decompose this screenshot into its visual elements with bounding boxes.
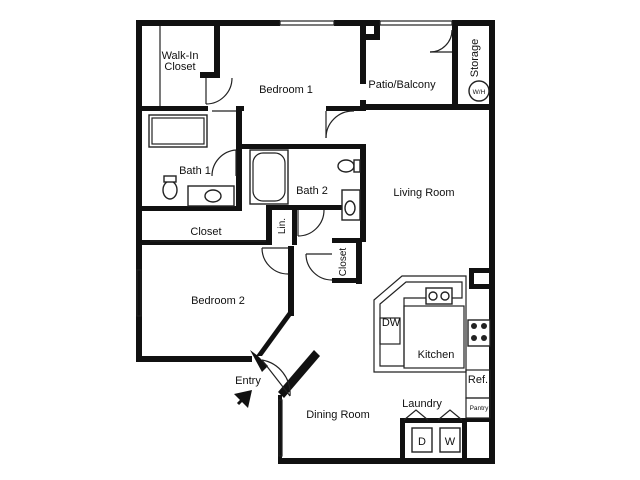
doors	[150, 29, 453, 397]
bedroom1-label: Bedroom 1	[259, 84, 313, 96]
kitchen-label: Kitchen	[418, 349, 455, 361]
entry-label: Entry	[235, 375, 261, 387]
windows	[136, 20, 453, 457]
storage-label: Storage	[469, 39, 481, 78]
walls	[136, 20, 495, 464]
room-labels: Walk-In Closet Bedroom 1 Patio/Balcony S…	[162, 39, 490, 448]
walkin-closet-label-1: Walk-In	[162, 50, 199, 62]
pantry-label: Pantry	[470, 405, 490, 412]
patio-label: Patio/Balcony	[368, 79, 436, 91]
bath2-label: Bath 2	[296, 185, 328, 197]
washer-label: W	[445, 436, 456, 448]
bedroom2-label: Bedroom 2	[191, 295, 245, 307]
refrigerator-label: Ref.	[468, 374, 488, 386]
linen-label: Lin.	[277, 218, 288, 234]
dryer-label: D	[418, 436, 426, 448]
water-heater-label: W/H	[473, 89, 486, 96]
walkin-closet-label-2: Closet	[164, 61, 195, 73]
living-room-label: Living Room	[393, 187, 454, 199]
laundry-label: Laundry	[402, 398, 442, 410]
fixtures	[148, 26, 491, 453]
closet-label: Closet	[190, 226, 221, 238]
dishwasher-label: DW	[382, 317, 401, 329]
closet2-label: Closet	[338, 248, 349, 277]
bath1-label: Bath 1	[179, 165, 211, 177]
dining-room-label: Dining Room	[306, 409, 370, 421]
